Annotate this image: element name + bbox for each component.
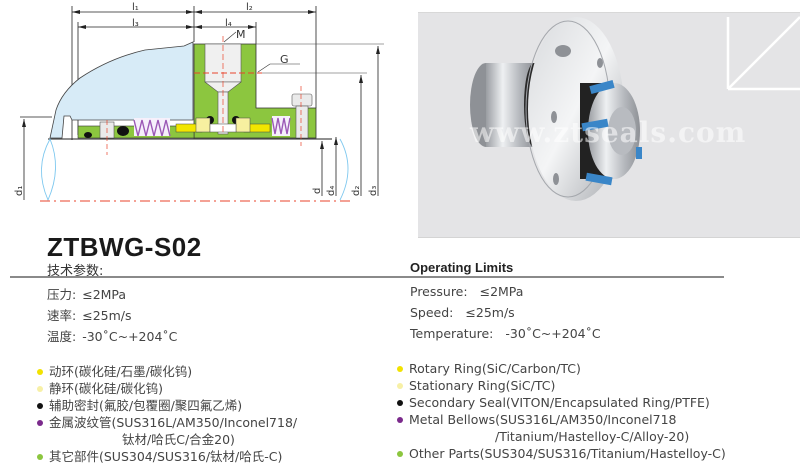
rotary-ring-color-dot-icon [397,365,403,372]
dim-l2: l₂ [246,2,253,13]
en-spec-heading: Operating Limits [410,260,514,275]
secondary-seal-color-dot-icon [37,402,43,409]
corner-logo-mark [726,16,800,91]
dim-d4: d₄ [326,186,337,196]
spec-value: -30˚C~+204˚C [505,326,601,341]
spec-label: Temperature: [410,326,494,341]
spec-value: ≤25m/s [82,308,132,323]
stationary-ring-color-dot-icon [37,385,43,392]
spec-value: ≤2MPa [479,284,524,299]
spec-label: 速率: [47,308,77,323]
metal-bellows-color-dot-icon [37,419,43,426]
material-en-rotary-ring: Rotary Ring(SiC/Carbon/TC) [397,361,581,376]
material-cn-rotary-ring: 动环(碳化硅/石墨/碳化钨) [37,361,192,380]
seal-cross-section-drawing: l₁ l₃ l₂ l₄ M G [0,0,400,225]
material-en-stationary-ring: Stationary Ring(SiC/TC) [397,378,555,393]
secondary-seal-color-dot-icon [397,399,403,406]
material-cn-other-parts: 其它部件(SUS304/SUS316/钛材/哈氏-C) [37,446,282,465]
stationary-ring-color-dot-icon [397,382,403,389]
other-parts-color-dot-icon [397,450,403,457]
heading-divider [10,276,724,278]
spec-en-pressure: Pressure: ≤2MPa [410,284,523,299]
spec-value: ≤25m/s [465,305,515,320]
dim-l3: l₃ [132,18,139,29]
other-parts-color-dot-icon [37,453,43,460]
metal-bellows-color-dot-icon [397,416,403,423]
spec-label: Pressure: [410,284,468,299]
spec-en-speed: Speed: ≤25m/s [410,305,515,320]
dim-d3: d₃ [368,186,379,196]
dim-l1: l₁ [132,2,139,13]
dim-G: G [280,53,289,66]
dim-d: d [312,188,323,194]
material-cn-secondary-seal: 辅助密封(氟胶/包覆圈/聚四氟乙烯) [37,395,242,414]
product-photo: www.ztseals.com [418,12,800,238]
material-cn-metal-bellows-continued: 钛材/哈氏C/合金20) [122,432,235,447]
material-cn-metal-bellows: 金属波纹管(SUS316L/AM350/Inconel718/ [37,412,297,431]
spec-value: ≤2MPa [82,287,127,302]
watermark: www.ztseals.com [470,116,747,149]
dim-M: M [236,28,246,41]
spec-label: 温度: [47,329,77,344]
spec-cn-temperature: 温度: -30˚C~+204˚C [47,326,177,345]
dim-l4: l₄ [225,18,232,29]
material-en-metal-bellows: Metal Bellows(SUS316L/AM350/Inconel718 [397,412,677,427]
rotary-ring-color-dot-icon [37,368,43,375]
spec-value: -30˚C~+204˚C [82,329,178,344]
material-cn-stationary-ring: 静环(碳化硅/碳化钨) [37,378,163,397]
spec-cn-pressure: 压力: ≤2MPa [47,284,126,303]
cn-spec-heading: 技术参数: [47,264,104,279]
model-title: ZTBWG-S02 [47,232,202,262]
dim-d1: d₁ [14,186,25,196]
spec-label: 压力: [47,287,77,302]
material-en-secondary-seal: Secondary Seal(VITON/Encapsulated Ring/P… [397,395,710,410]
spec-label: Speed: [410,305,454,320]
drawing-svg: l₁ l₃ l₂ l₄ M G [14,2,384,202]
spec-en-temperature: Temperature: -30˚C~+204˚C [410,326,601,341]
mechanical-seal-render [470,16,800,201]
spec-cn-speed: 速率: ≤25m/s [47,305,132,324]
material-en-metal-bellows-continued: /Titanium/Hastelloy-C/Alloy-20) [495,429,690,444]
material-en-other-parts: Other Parts(SUS304/SUS316/Titanium/Haste… [397,446,726,461]
dim-d2: d₂ [351,186,362,196]
